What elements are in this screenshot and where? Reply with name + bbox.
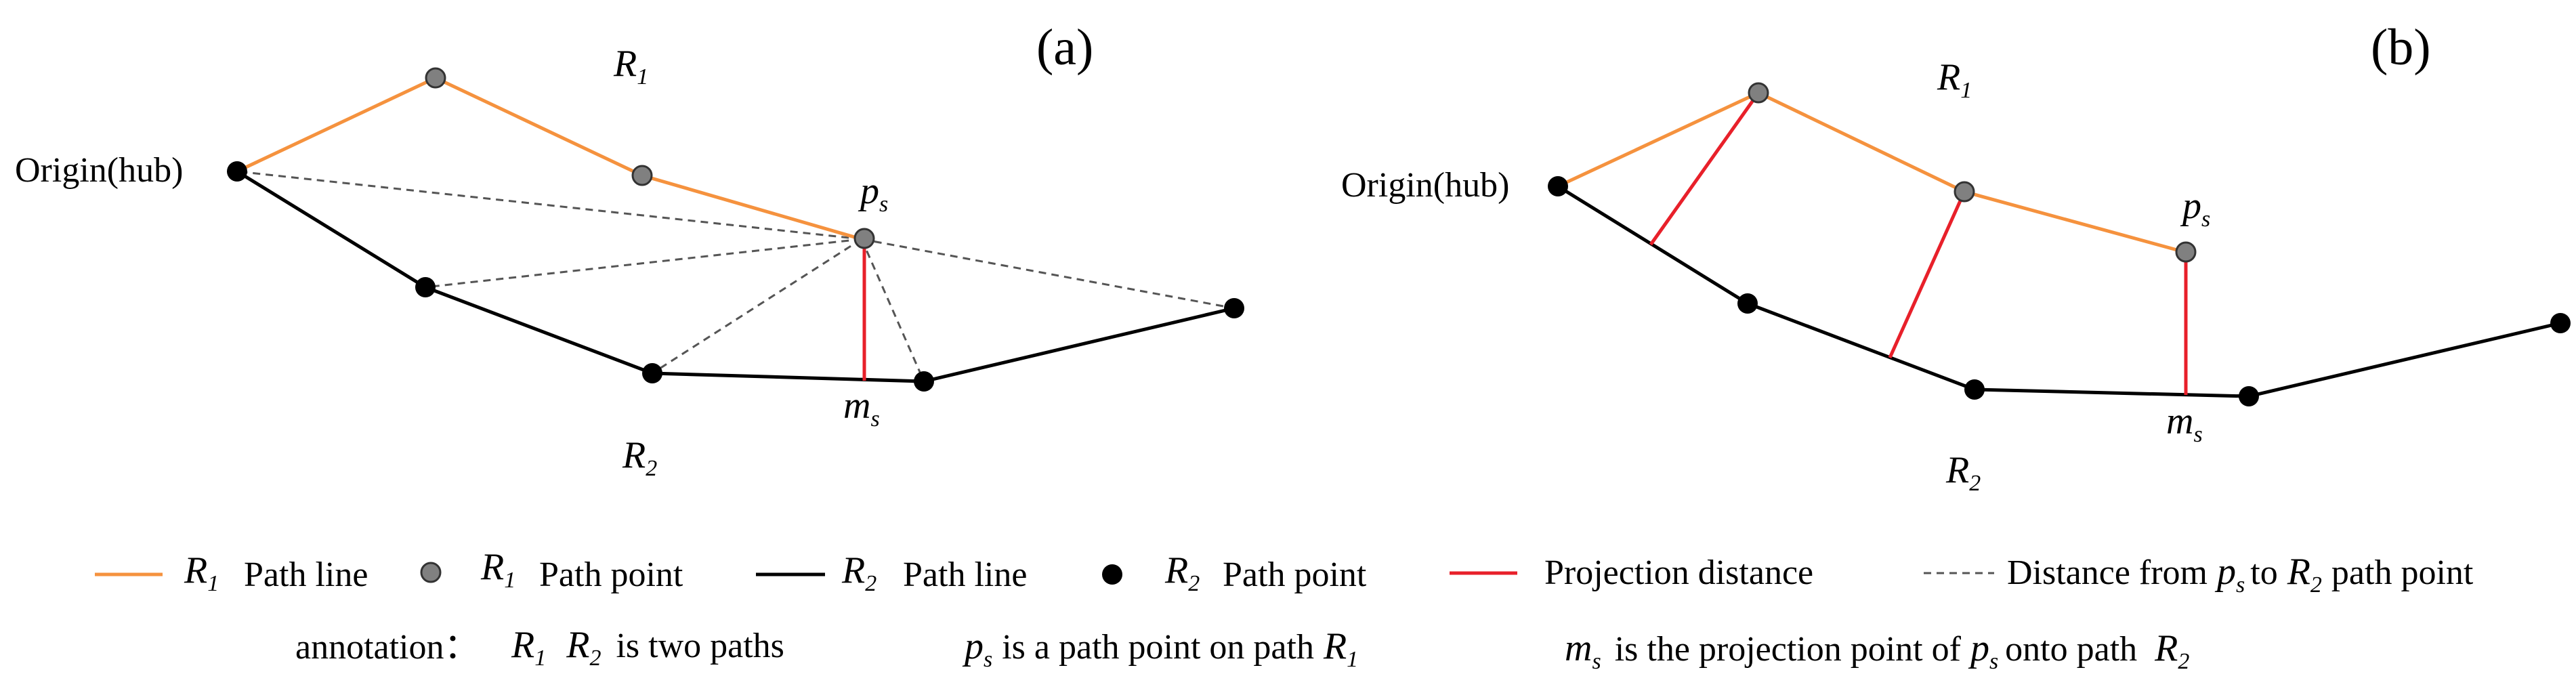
legend-r2-line-label: Path line [903, 555, 1027, 594]
panel-label-b: (b) [2371, 19, 2431, 76]
r1-path-line-a [236, 76, 862, 241]
r2-point-a-2 [642, 363, 662, 383]
r2-point-a-4 [1224, 298, 1244, 318]
r2-point-a-3 [914, 371, 934, 392]
r1-path-line-b [1557, 91, 2185, 254]
ms-label-a: ms [843, 385, 880, 432]
distance-line-origin [236, 170, 862, 240]
r2-point-b-2 [1964, 379, 1985, 400]
ps-label-a: ps [858, 170, 888, 217]
r1-point-a-2 [631, 165, 653, 186]
legend-r2-line-symbol: R2 [841, 549, 877, 596]
legend-r1-line: R1 Path line [95, 549, 368, 596]
legend-r2-point-label: Path point [1223, 555, 1367, 594]
panel-label-a: (a) [1036, 19, 1093, 76]
distance-lines-a [236, 170, 1235, 382]
legend: R1 Path line R1 Path point R2 Path line … [95, 546, 2474, 597]
r1-label-a: R1 [613, 43, 648, 89]
r2-label-a: R2 [622, 434, 657, 481]
r2-label-b: R2 [1945, 449, 1981, 496]
legend-r1-point: R1 Path point [420, 546, 683, 594]
distance-line-r2-point-3 [860, 238, 925, 382]
r1-point-b-2 [1954, 181, 1975, 203]
origin-point-b [1548, 176, 1568, 196]
legend-r1-line-label: Path line [244, 555, 368, 594]
legend-projection-label: Projection distance [1544, 553, 1813, 592]
r2-point-b-3 [2239, 386, 2259, 406]
r2-point-a-1 [415, 277, 436, 297]
projection-line-b-1 [1649, 91, 1760, 246]
legend-r2-line: R2 Path line [756, 549, 1027, 596]
r1-point-b-ps [2175, 241, 2197, 263]
panel-b: (b) Origin(hub) R1 R2 ps ms [1341, 19, 2571, 496]
legend-r2-point-symbol: R2 [1164, 549, 1200, 596]
r1-point-a-1 [425, 67, 446, 89]
legend-r1-line-symbol: R1 [184, 549, 219, 596]
legend-r1-point-label: Path point [539, 555, 683, 594]
ms-label-b: ms [2166, 400, 2203, 447]
r1-label-b: R1 [1937, 56, 1972, 103]
r1-point-b-1 [1748, 82, 1769, 104]
r2-point-b-4 [2550, 313, 2571, 333]
origin-point-a [227, 161, 247, 182]
r2-point-b-1 [1737, 293, 1758, 314]
legend-r1-point-symbol: R1 [480, 546, 515, 593]
projection-line-b-2 [1888, 190, 1966, 359]
projection-lines-b [1649, 91, 2188, 395]
legend-r2-point: R2 Path point [1102, 549, 1367, 596]
r1-point-a-ps [853, 228, 875, 249]
origin-label-a: Origin(hub) [15, 151, 183, 190]
panel-a: (a) Origin(hub) R1 R2 ps ms [15, 19, 1244, 481]
distance-line-r2-point-2 [652, 238, 862, 375]
ps-label-b: ps [2180, 185, 2210, 232]
distance-line-r2-point-1 [425, 238, 862, 289]
distance-line-r2-point-4 [861, 238, 1235, 310]
legend-r1-point-swatch [420, 562, 442, 583]
origin-label-b: Origin(hub) [1341, 166, 1509, 205]
annotation-prefix: annotation： [295, 628, 480, 667]
legend-r2-point-swatch [1102, 564, 1122, 585]
legend-projection: Projection distance [1450, 553, 1813, 592]
